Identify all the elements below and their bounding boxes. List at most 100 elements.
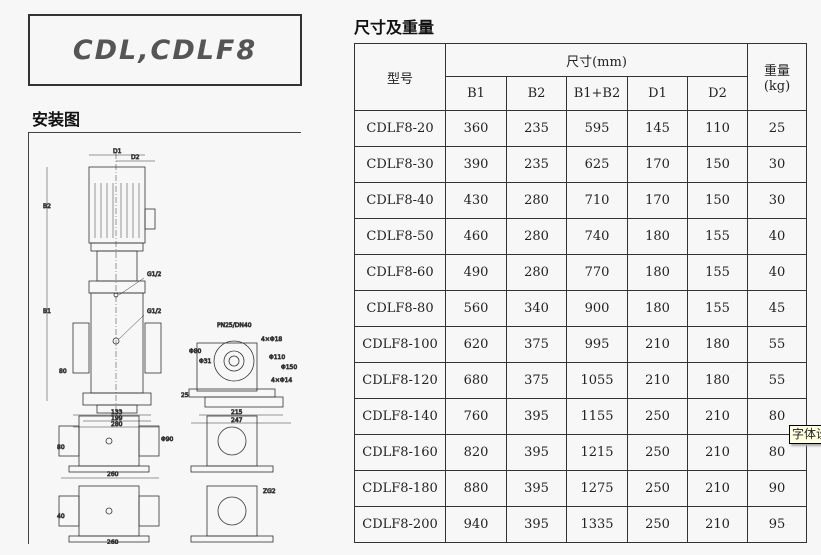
svg-text:4×Φ18: 4×Φ18 [261,336,282,343]
value-cell: 110 [687,110,748,147]
value-cell: 940 [445,506,507,543]
col-header: D2 [687,76,748,111]
value-cell: 770 [566,254,628,291]
svg-text:Φ90: Φ90 [161,436,174,443]
svg-text:199: 199 [111,415,123,422]
svg-text:Φ110: Φ110 [269,354,285,361]
table-header-row: 型号 尺寸(mm) 重量(kg) [354,43,807,111]
value-cell: 180 [627,218,688,255]
value-cell: 235 [506,146,567,183]
table-heading: 尺寸及重量 [354,18,435,37]
value-cell: 250 [627,470,688,507]
svg-text:40: 40 [57,513,65,520]
value-cell: 45 [747,290,807,327]
model-cell: CDLF8-30 [354,146,446,183]
model-header: 型号 [354,43,446,111]
col-header: B1 [445,76,507,111]
model-cell: CDLF8-180 [354,470,446,507]
value-cell: 430 [445,182,507,219]
value-cell: 150 [687,182,748,219]
value-cell: 210 [627,326,688,363]
value-cell: 210 [687,470,748,507]
value-cell: 210 [627,362,688,399]
col-header: B2 [506,76,567,111]
value-cell: 680 [445,362,507,399]
svg-text:G1/2: G1/2 [147,271,161,278]
junction-box [144,208,156,230]
model-cell: CDLF8-100 [354,326,446,363]
value-cell: 90 [747,470,807,507]
product-title-box: CDL,CDLF8 [28,14,302,86]
model-cell: CDLF8-80 [354,290,446,327]
value-cell: 30 [747,146,807,183]
value-cell: 180 [627,254,688,291]
value-cell: 170 [627,182,688,219]
value-cell: 900 [566,290,628,327]
svg-text:D1: D1 [113,148,122,155]
model-cell: CDLF8-50 [354,218,446,255]
value-cell: 595 [566,110,628,147]
model-cell: CDLF8-60 [354,254,446,291]
value-cell: 210 [687,434,748,471]
dims-header: 尺寸(mm) [445,43,748,77]
value-cell: 995 [566,326,628,363]
svg-text:80: 80 [57,444,65,451]
value-cell: 390 [445,146,507,183]
svg-text:260: 260 [107,471,119,478]
value-cell: 180 [687,362,748,399]
value-cell: 820 [445,434,507,471]
svg-text:247: 247 [231,417,243,424]
svg-text:80: 80 [59,368,67,375]
value-cell: 55 [747,362,807,399]
value-cell: 340 [506,290,567,327]
value-cell: 170 [627,146,688,183]
install-heading: 安装图 [32,110,81,129]
value-cell: 235 [506,110,567,147]
value-cell: 145 [627,110,688,147]
value-cell: 210 [687,506,748,543]
value-cell: 880 [445,470,507,507]
value-cell: 620 [445,326,507,363]
value-cell: 280 [506,182,567,219]
value-cell: 740 [566,218,628,255]
value-cell: 250 [627,398,688,435]
value-cell: 180 [627,290,688,327]
value-cell: 375 [506,326,567,363]
svg-text:B2: B2 [43,203,51,210]
value-cell: 395 [506,434,567,471]
value-cell: 560 [445,290,507,327]
col-header: D1 [627,76,688,111]
value-cell: 710 [566,182,628,219]
svg-text:PN25/DN40: PN25/DN40 [217,322,252,329]
value-cell: 760 [445,398,507,435]
value-cell: 1155 [566,398,628,435]
value-cell: 395 [506,398,567,435]
value-cell: 40 [747,218,807,255]
model-cell: CDLF8-120 [354,362,446,399]
svg-text:260: 260 [107,539,119,544]
value-cell: 250 [627,434,688,471]
svg-text:B1: B1 [43,308,51,315]
value-cell: 460 [445,218,507,255]
model-cell: CDLF8-40 [354,182,446,219]
product-title: CDL,CDLF8 [72,34,258,66]
value-cell: 40 [747,254,807,291]
value-cell: 250 [627,506,688,543]
value-cell: 155 [687,254,748,291]
value-cell: 1275 [566,470,628,507]
value-cell: 360 [445,110,507,147]
model-cell: CDLF8-160 [354,434,446,471]
